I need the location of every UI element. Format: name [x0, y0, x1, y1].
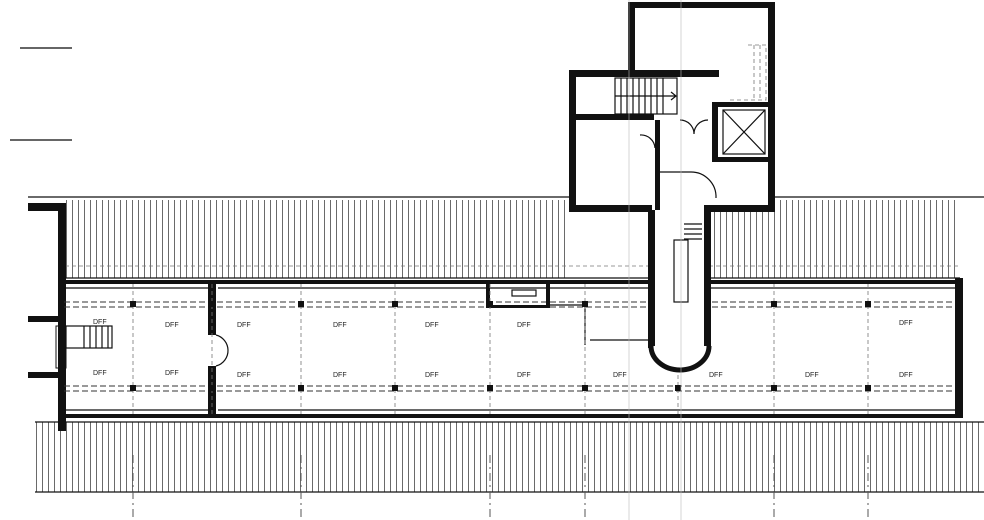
tower-block — [569, 0, 775, 520]
column — [392, 301, 398, 307]
column — [771, 301, 777, 307]
fixture-labels: DFF DFF DFF DFF DFF DFF DFF DFF DFF DFF … — [93, 319, 913, 379]
fixture-label: DFF — [165, 322, 179, 329]
fixture-label: DFF — [93, 319, 107, 326]
fixture-label: DFF — [425, 372, 439, 379]
column — [675, 385, 681, 391]
upper-roof — [28, 196, 984, 279]
fixture-label: DFF — [333, 322, 347, 329]
legend-marks — [10, 47, 72, 141]
fixture-label: DFF — [517, 372, 531, 379]
axis-lines — [132, 455, 869, 520]
fixture-label: DFF — [899, 372, 913, 379]
column — [487, 385, 493, 391]
column — [298, 301, 304, 307]
fixture-label: DFF — [165, 370, 179, 377]
fixture-label: DFF — [899, 320, 913, 327]
column — [209, 385, 215, 391]
column — [487, 301, 493, 307]
fixture-label: DFF — [237, 322, 251, 329]
main-building — [64, 278, 963, 418]
column — [771, 385, 777, 391]
column — [582, 385, 588, 391]
tower-stair — [614, 44, 767, 115]
left-annex — [28, 203, 67, 431]
fixture-label: DFF — [613, 372, 627, 379]
fixture-label: DFF — [333, 372, 347, 379]
fixture-label: DFF — [237, 372, 251, 379]
column — [865, 301, 871, 307]
fixture-label: DFF — [805, 372, 819, 379]
column — [130, 301, 136, 307]
stair-left — [65, 325, 113, 349]
column — [130, 385, 136, 391]
column — [582, 301, 588, 307]
fixture-label: DFF — [709, 372, 723, 379]
column — [865, 385, 871, 391]
column — [209, 301, 215, 307]
fixture-label: DFF — [425, 322, 439, 329]
fixture-label: DFF — [517, 322, 531, 329]
fixture-label: DFF — [93, 370, 107, 377]
column — [392, 385, 398, 391]
column-grid — [130, 284, 871, 414]
corridor-shaft — [648, 0, 712, 520]
column — [298, 385, 304, 391]
lower-roof — [35, 421, 984, 493]
